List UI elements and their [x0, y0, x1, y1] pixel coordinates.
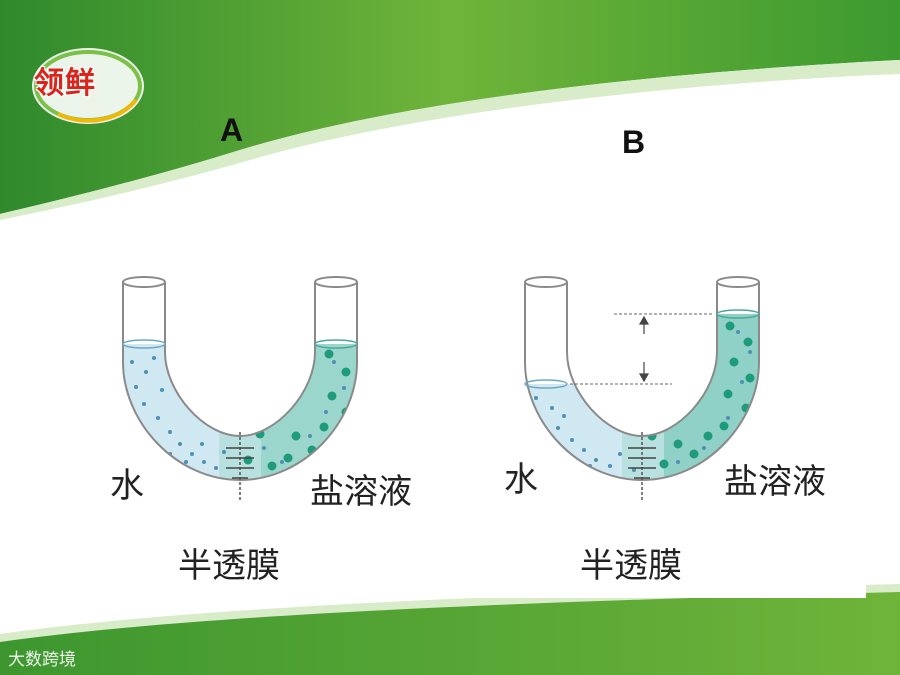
height-arrows-icon [640, 317, 648, 381]
diagram-a-label: A [220, 112, 243, 149]
membrane-label-a: 半透膜 [178, 538, 280, 587]
membrane-label-b: 半透膜 [580, 538, 682, 587]
salt-solution-label-b: 盐溶液 [724, 454, 826, 503]
watermark-text: 大数跨境 [8, 645, 76, 670]
water-label-a: 水 [110, 458, 144, 507]
diagram-panel: 水 盐溶液 半透膜 水 盐溶液 半透膜 [74, 222, 866, 598]
diagram-b-label: B [622, 124, 645, 161]
logo-text: 领鲜 [34, 58, 96, 102]
water-label-b: 水 [504, 452, 538, 501]
salt-solution-label-a: 盐溶液 [310, 464, 412, 513]
